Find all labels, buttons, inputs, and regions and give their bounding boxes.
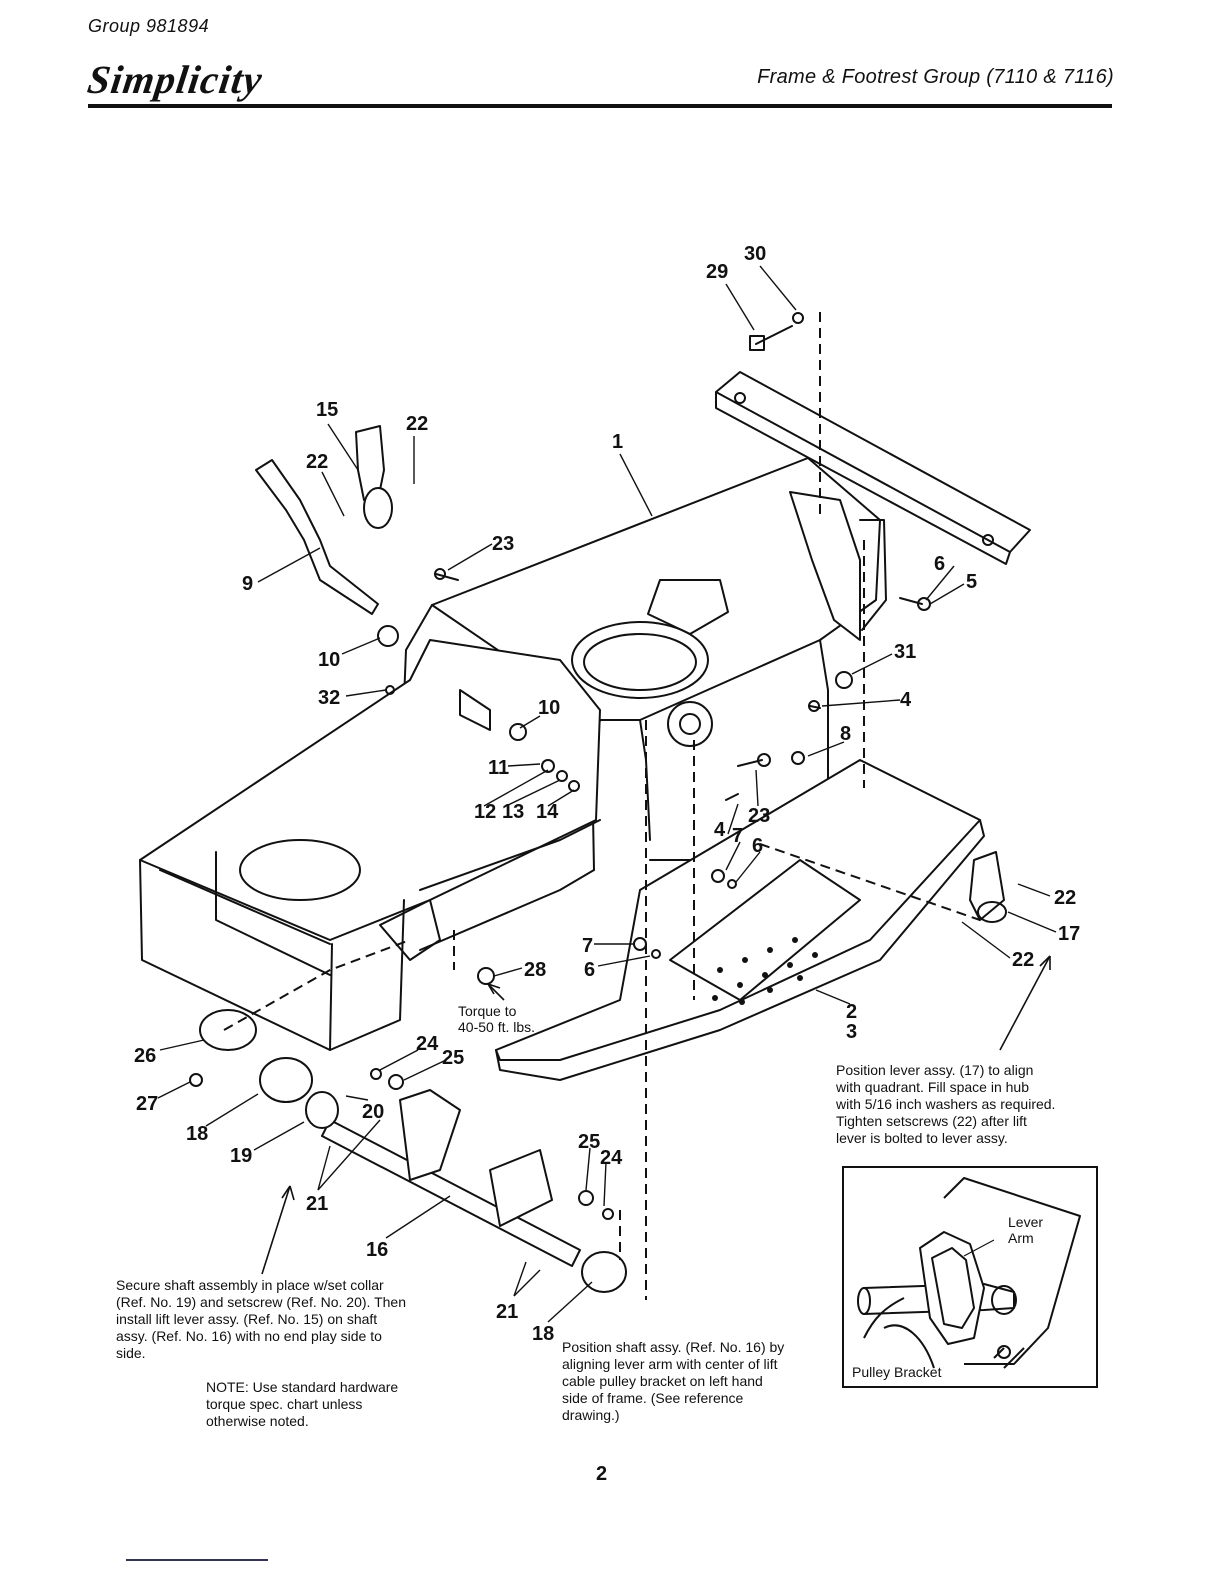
- callout-14: 14: [536, 801, 559, 823]
- pulley-bracket-label: Pulley Bracket: [852, 1364, 942, 1380]
- group-code: Group 981894: [88, 16, 210, 36]
- page-number: 2: [596, 1463, 608, 1485]
- callout-16: 16: [366, 1239, 388, 1261]
- callout-22: 22: [1012, 949, 1034, 971]
- lever-17-part: [969, 851, 1007, 923]
- callout-13: 13: [502, 801, 524, 823]
- callout-2: 2: [846, 1001, 857, 1023]
- callout-20: 20: [362, 1101, 384, 1123]
- callout-9: 9: [242, 573, 253, 595]
- callout-31: 31: [894, 641, 916, 663]
- alignment-lines: [223, 312, 981, 1300]
- reference-drawing-art: [857, 1177, 1081, 1369]
- callout-4: 4: [900, 689, 912, 711]
- frame-part: [403, 457, 887, 951]
- callout-1: 1: [612, 431, 623, 453]
- lever-15-part: [355, 425, 393, 529]
- callout-18: 18: [532, 1323, 554, 1345]
- page-title: Frame & Footrest Group (7110 & 7116): [757, 66, 1114, 88]
- deck-pan-part: [139, 639, 601, 1051]
- callout-23: 23: [748, 805, 770, 827]
- lift-lever-part: [255, 459, 399, 647]
- angle-bar-part: [715, 371, 1031, 565]
- callout-18: 18: [186, 1123, 208, 1145]
- callout-5: 5: [966, 571, 977, 593]
- callout-7: 7: [732, 825, 743, 847]
- callout-22: 22: [406, 413, 428, 435]
- callout-21: 21: [496, 1301, 518, 1323]
- callout-22: 22: [1054, 887, 1076, 909]
- callout-19: 19: [230, 1145, 252, 1167]
- hardware-parts: [189, 312, 931, 1220]
- callout-30: 30: [744, 243, 766, 265]
- footrest-part: [495, 759, 985, 1081]
- callout-6: 6: [934, 553, 945, 575]
- callout-22: 22: [306, 451, 328, 473]
- callout-12: 12: [474, 801, 496, 823]
- callout-25: 25: [578, 1131, 600, 1153]
- callout-15: 15: [316, 399, 338, 421]
- callout-labels: 30 29 15 22 22 1 23 9 6 5 10 31 32 4 10 …: [134, 243, 1080, 1345]
- callout-8: 8: [840, 723, 851, 745]
- callout-6: 6: [752, 835, 763, 857]
- position-lever-note: Position lever assy. (17) to align with …: [836, 1062, 1056, 1146]
- callout-21: 21: [306, 1193, 328, 1215]
- position-shaft-note: Position shaft assy. (Ref. No. 16) by al…: [562, 1339, 785, 1423]
- callout-3: 3: [846, 1021, 857, 1043]
- callout-32: 32: [318, 687, 340, 709]
- callout-10: 10: [318, 649, 340, 671]
- header-rule: [88, 104, 1112, 108]
- lever-arm-label: Lever Arm: [1008, 1214, 1044, 1246]
- callout-28: 28: [524, 959, 546, 981]
- callout-6: 6: [584, 959, 595, 981]
- callout-23: 23: [492, 533, 514, 555]
- reference-drawing: Lever Arm Pulley Bracket: [842, 1166, 1098, 1388]
- secure-shaft-note: Secure shaft assembly in place w/set col…: [116, 1277, 406, 1361]
- footer-rule: [126, 1559, 268, 1561]
- note-arrows: [261, 955, 1051, 1275]
- callout-17: 17: [1058, 923, 1080, 945]
- callout-11: 11: [488, 757, 509, 779]
- callout-24: 24: [600, 1147, 623, 1169]
- callout-7: 7: [582, 935, 593, 957]
- callout-24: 24: [416, 1033, 439, 1055]
- callout-26: 26: [134, 1045, 156, 1067]
- callout-25: 25: [442, 1047, 464, 1069]
- hardware-note: NOTE: Use standard hardware torque spec.…: [206, 1379, 399, 1429]
- torque-note: Torque to 40-50 ft. lbs.: [458, 1003, 536, 1035]
- callout-27: 27: [136, 1093, 158, 1115]
- callout-29: 29: [706, 261, 728, 283]
- callout-4: 4: [714, 819, 726, 841]
- callout-10: 10: [538, 697, 560, 719]
- leader-lines: [157, 265, 1057, 1323]
